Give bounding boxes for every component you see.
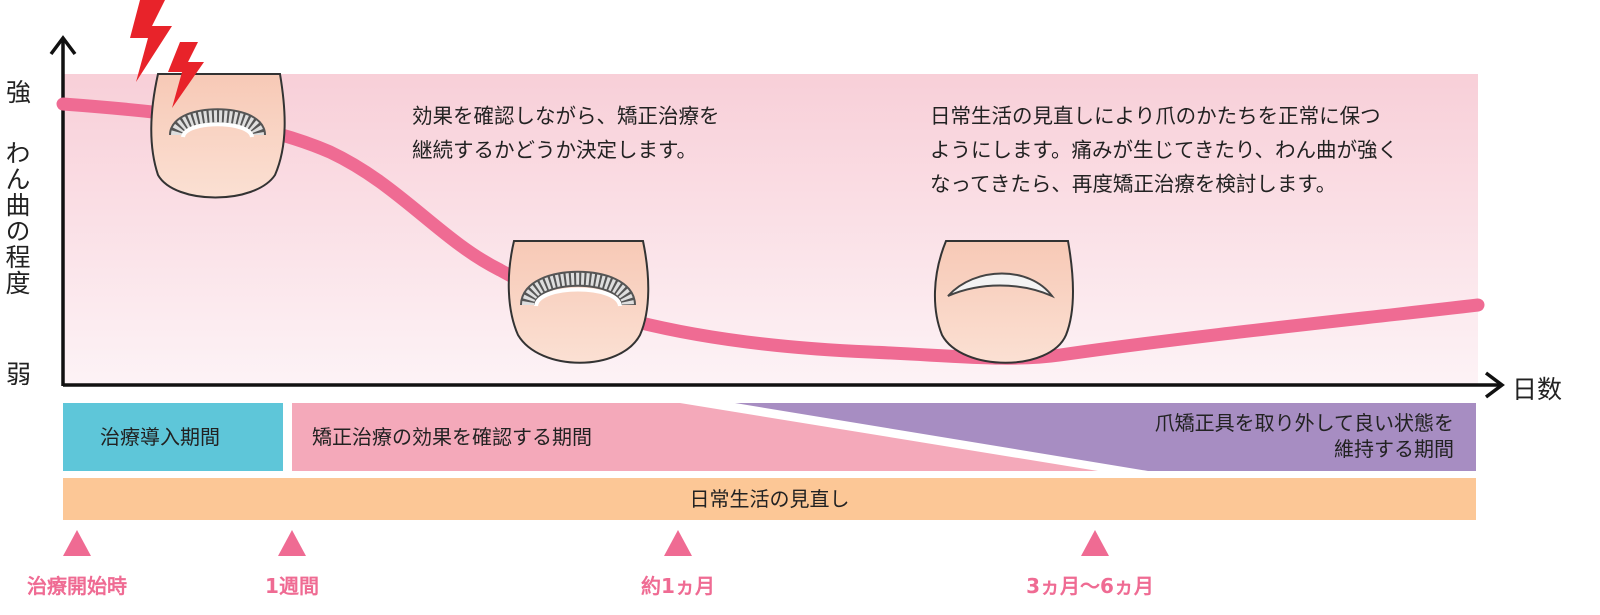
y-axis-strong-label: 強: [6, 78, 32, 107]
milestone-3-6-months: 3ヵ月〜6ヵ月: [1026, 574, 1154, 598]
lifestyle-bar: [63, 478, 1476, 520]
nail-with-brace-icon: [507, 240, 650, 364]
y-axis-label: わん曲の程度: [2, 140, 31, 296]
lightning-bolt-icon: [130, 0, 204, 108]
maintain-period-label: 爪矯正具を取り外して良い状態を 維持する期間: [1154, 411, 1454, 461]
severity-curve: [56, 97, 1485, 365]
maintain-period-bar: [735, 403, 1476, 471]
confirm-period-label: 矯正治療の効果を確認する期間: [312, 425, 592, 449]
nail-normal-icon: [934, 240, 1074, 364]
intro-period-label: 治療導入期間: [100, 425, 220, 449]
x-axis-label: 日数: [1512, 375, 1563, 404]
note-maintain: 日常生活の見直しにより爪のかたちを正常に保つ ようにします。痛みが生じてきたり、…: [930, 104, 1399, 196]
intro-period-bar: [63, 403, 283, 471]
lifestyle-label: 日常生活の見直し: [689, 487, 850, 511]
milestone-triangle-icon: [63, 530, 1109, 556]
y-axis-weak-label: 弱: [6, 360, 32, 389]
note-confirm: 効果を確認しながら、矯正治療を 継続するかどうか決定します。: [412, 104, 720, 162]
nail-with-brace-icon: [150, 73, 286, 199]
milestone-start: 治療開始時: [27, 574, 127, 598]
confirm-period-bar: [292, 403, 1098, 471]
milestone-1-month: 約1ヵ月: [641, 574, 715, 598]
milestone-1-week: 1週間: [265, 574, 319, 598]
